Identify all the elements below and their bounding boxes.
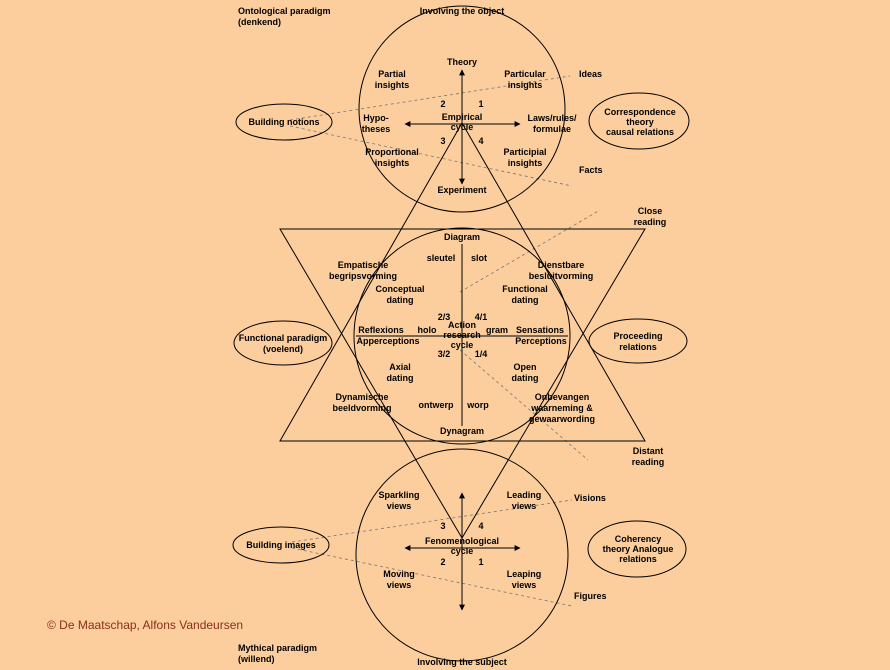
proceeding-ellipse <box>588 318 688 364</box>
correspondence-ellipse <box>588 92 690 150</box>
slot-label: slot <box>471 253 487 263</box>
guide-line <box>289 75 571 121</box>
building-images-label: Building images <box>246 540 316 550</box>
ideas-label: Ideas <box>579 69 602 79</box>
copyright-text: © De Maatschap, Alfons Vandeursen <box>47 618 243 632</box>
middle-quadrant-4-1: 4/1 <box>475 312 488 322</box>
involving-subject-label: Involving the subject <box>417 657 507 667</box>
coherency-ellipse <box>587 520 687 578</box>
bottom-quadrant-4: 4 <box>478 521 483 531</box>
upward-triangle <box>279 121 646 442</box>
downward-triangle <box>279 228 646 539</box>
laws-label: Laws/rules/formulae <box>527 113 577 134</box>
building-notions-label: Building notions <box>249 117 320 127</box>
bottom-quadrant-1: 1 <box>478 557 483 567</box>
dynagram-label: Dynagram <box>440 426 484 436</box>
functional-paradigm-label: Functional paradigm(voelend) <box>239 333 328 354</box>
guide-line <box>291 499 573 543</box>
dashed-guides <box>289 75 601 607</box>
bottom-quadrant-3: 3 <box>440 521 445 531</box>
ontological-paradigm-label: Ontological paradigm (denkend) <box>238 6 333 27</box>
top-circle <box>358 5 566 213</box>
holo-label: holo <box>418 325 437 335</box>
figures-label: Figures <box>574 591 607 601</box>
facts-label: Facts <box>579 165 603 175</box>
middle-quadrant-3-2: 3/2 <box>438 349 451 359</box>
visions-label: Visions <box>574 493 606 503</box>
middle-quadrant-1-4: 1/4 <box>475 349 488 359</box>
top-quadrant-2: 2 <box>440 99 445 109</box>
top-quadrant-1: 1 <box>478 99 483 109</box>
involving-object-label: Involving the object <box>420 6 505 16</box>
top-quadrant-4: 4 <box>478 136 483 146</box>
diagram-label: Diagram <box>444 232 480 242</box>
theory-label: Theory <box>447 57 477 67</box>
worp-label: worp <box>466 400 489 410</box>
bottom-circle <box>355 448 569 662</box>
functional-paradigm-ellipse <box>233 320 333 366</box>
middle-circle <box>353 227 571 445</box>
hexagram <box>279 121 646 539</box>
ontwerp-label: ontwerp <box>419 400 455 410</box>
top-quadrant-3: 3 <box>440 136 445 146</box>
experiment-label: Experiment <box>437 185 486 195</box>
building-images-ellipse <box>232 526 330 564</box>
guide-line <box>459 349 589 461</box>
building-notions-ellipse <box>235 103 333 141</box>
middle-quadrant-2-3: 2/3 <box>438 312 451 322</box>
guide-line <box>289 125 573 187</box>
hypotheses-label: Hypo-theses <box>362 113 391 134</box>
sleutel-label: sleutel <box>427 253 456 263</box>
mythical-paradigm-label: Mythical paradigm (willend) <box>238 643 320 664</box>
gram-label: gram <box>486 325 508 335</box>
bottom-quadrant-2: 2 <box>440 557 445 567</box>
